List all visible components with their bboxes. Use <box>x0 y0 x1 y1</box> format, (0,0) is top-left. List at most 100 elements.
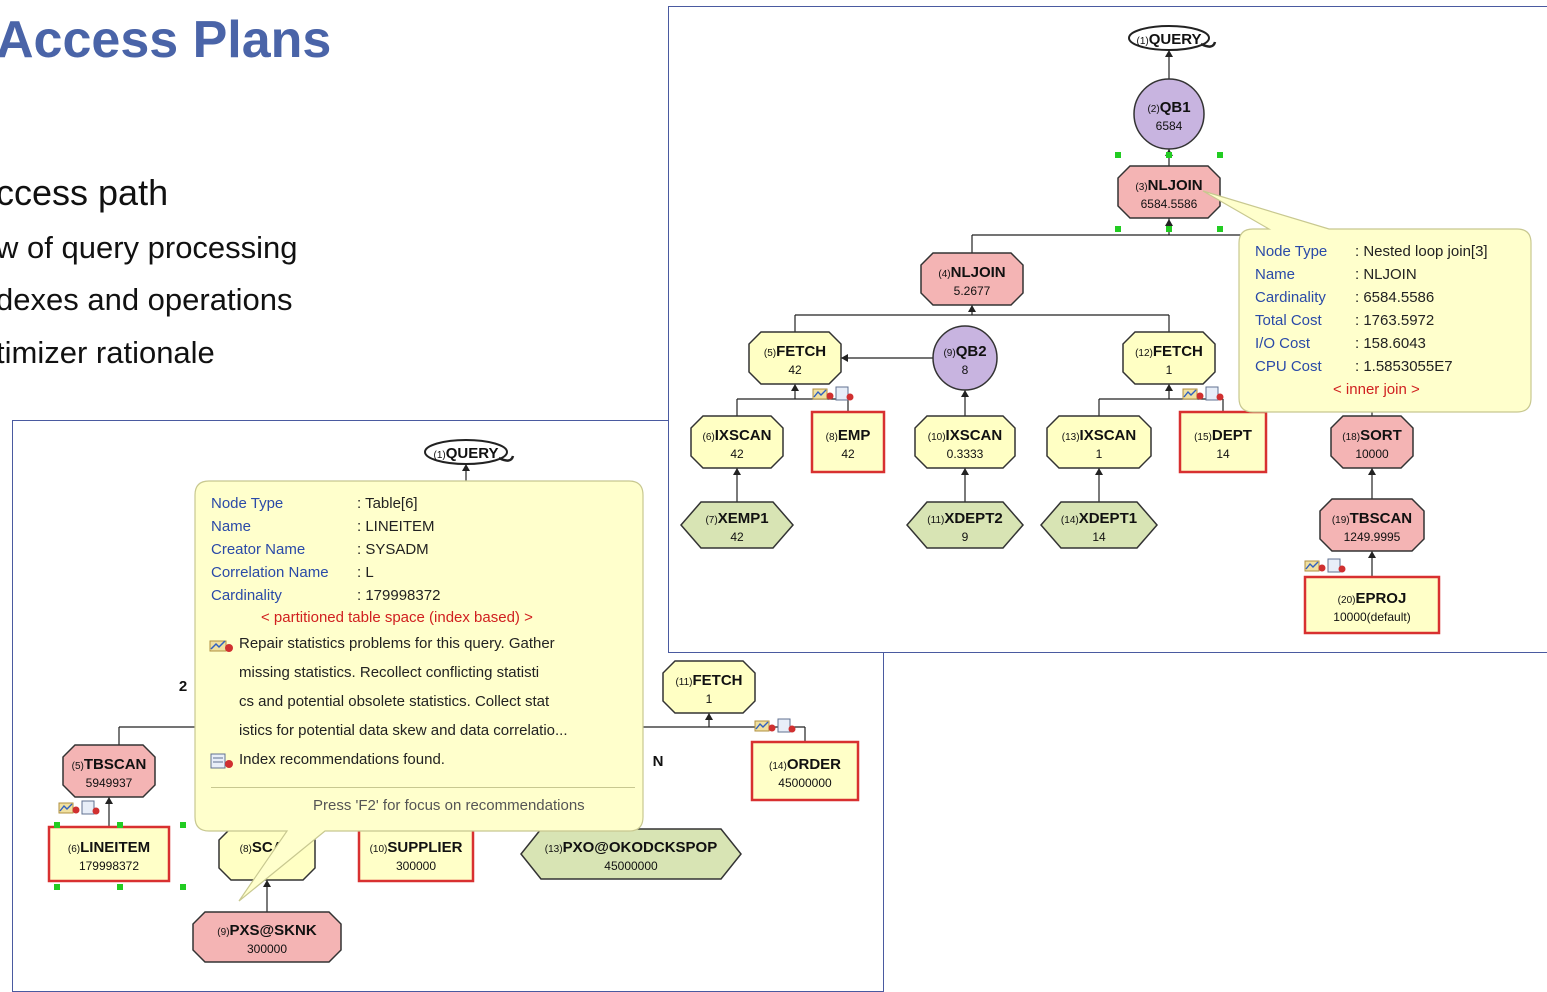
bullet-optimizer: timizer rationale <box>0 335 215 370</box>
graph-a-node-num-2: (3) <box>1135 182 1147 193</box>
graph-a-node-num-14: (15) <box>1194 432 1212 443</box>
graph-a-node-name-2: NLJOIN <box>1148 177 1203 194</box>
graph-a-stat-icons-eproj <box>1304 558 1346 573</box>
arrow-a-qb2 <box>841 354 848 362</box>
tip-a-val-0: : Nested loop join[3] <box>1355 243 1488 260</box>
tip-a-row-3: Total Cost <box>1255 312 1322 329</box>
graph-a-node-value-12: 1 <box>1096 447 1103 461</box>
arrow-a-6 <box>733 468 741 475</box>
graph-a-selection-nljoin-h2 <box>1115 226 1121 232</box>
graph-a-node-label-5: (6)IXSCAN <box>703 427 772 444</box>
graph-a-node-shape-15 <box>1330 415 1414 469</box>
graph-b-node-label-0: (1)QUERY <box>433 445 498 462</box>
graph-a-node-label-6: (7)XEMP1 <box>705 510 768 527</box>
graph-b-stat-icons-order-line <box>755 721 769 730</box>
tip-a-row-2: Cardinality <box>1255 289 1326 306</box>
graph-a-node-name-17: EPROJ <box>1355 590 1406 607</box>
tip-b-val-2: : SYSADM <box>357 541 429 558</box>
graph-a-node-0[interactable]: (1)QUERY <box>1128 25 1217 51</box>
node-tooltip-lineitem: Node Type : Table[6] Name : LINEITEM Cre… <box>194 480 644 902</box>
graph-a-stat-icons-emp-doc <box>835 386 849 401</box>
arrow-a-19 <box>1368 551 1376 558</box>
graph-b-selection-lineitem-h4 <box>117 822 123 828</box>
graph-a-node-shape-1 <box>1133 78 1205 150</box>
graph-a-node-name-14: DEPT <box>1212 427 1252 444</box>
arrow-a-5 <box>791 384 799 391</box>
graph-b-node-num-0: (1) <box>433 450 445 461</box>
tooltip-balloon-a <box>1202 190 1532 413</box>
graph-a-node-shadow-0 <box>1200 41 1217 48</box>
graph-b-node-shape-0 <box>424 439 508 465</box>
graph-b-stat-icons-order <box>754 718 796 733</box>
arrow-b-5 <box>105 797 113 804</box>
graph-a-node-label-16: (19)TBSCAN <box>1332 510 1412 527</box>
arrow-a-12 <box>1165 384 1173 391</box>
graph-b-node-num-7: (13) <box>545 844 563 855</box>
graph-b-stat-icons-lineitem-dot2 <box>92 807 100 815</box>
graph-b-node-shadow-0 <box>498 455 515 462</box>
graph-b-node-value-6: 1 <box>706 692 713 706</box>
graph-a-node-label-1: (2)QB1 <box>1147 99 1190 116</box>
tip-a-val-4: : 158.6043 <box>1355 335 1426 352</box>
arrow-b-11 <box>705 713 713 720</box>
graph-b-node-value-8: 45000000 <box>778 776 832 790</box>
arrow-a-18 <box>1368 468 1376 475</box>
graph-b-node-6[interactable]: (11)FETCH 1 <box>662 660 756 714</box>
graph-a-node-shape-13 <box>1040 501 1158 549</box>
graph-a-node-label-4: (5)FETCH <box>764 343 826 360</box>
graph-a-stat-icons-dept <box>1182 386 1224 401</box>
graph-a-node-value-15: 10000 <box>1355 447 1389 461</box>
graph-a-node-shape-9 <box>914 415 1016 469</box>
tip-a-val-1: : NLJOIN <box>1355 266 1417 283</box>
graph-a-selection-nljoin-h1 <box>1217 152 1223 158</box>
bullet-access-path: ccess path <box>0 172 169 213</box>
graph-b-node-num-4: (9) <box>217 927 229 938</box>
graph-b-node-value-5: 300000 <box>396 859 436 873</box>
graph-a-selection-nljoin-h0 <box>1115 152 1121 158</box>
tip-b-val-4: : 179998372 <box>357 587 441 604</box>
graph-a-node-num-6: (7) <box>705 515 717 526</box>
graph-b-node-value-1: 5949937 <box>86 776 133 790</box>
graph-a-node-12[interactable]: (13)IXSCAN 1 <box>1046 415 1152 469</box>
graph-b-stat-icons-lineitem-doc <box>81 800 95 815</box>
graph-b-node-label-6: (11)FETCH <box>675 672 742 689</box>
graph-a-node-name-7: EMP <box>838 427 871 444</box>
graph-a-stat-icons-eproj-line <box>1305 561 1319 570</box>
graph-b-node-0[interactable]: (1)QUERY <box>424 439 515 465</box>
graph-a-stat-icons-emp-dot <box>826 392 834 400</box>
graph-a-node-value-10: 9 <box>962 530 969 544</box>
graph-b-node-shape-6 <box>662 660 756 714</box>
graph-a-node-num-9: (10) <box>928 432 946 443</box>
graph-b-stat-icons-lineitem <box>58 800 100 815</box>
tip-b-val-3: : L <box>357 564 374 581</box>
tip-b-footer: Press 'F2' for focus on recommendations <box>313 797 585 814</box>
tip-a-note: < inner join > <box>1333 381 1420 398</box>
graph-a-node-label-12: (13)IXSCAN <box>1062 427 1136 444</box>
graph-b-node-shape-2 <box>47 825 171 883</box>
